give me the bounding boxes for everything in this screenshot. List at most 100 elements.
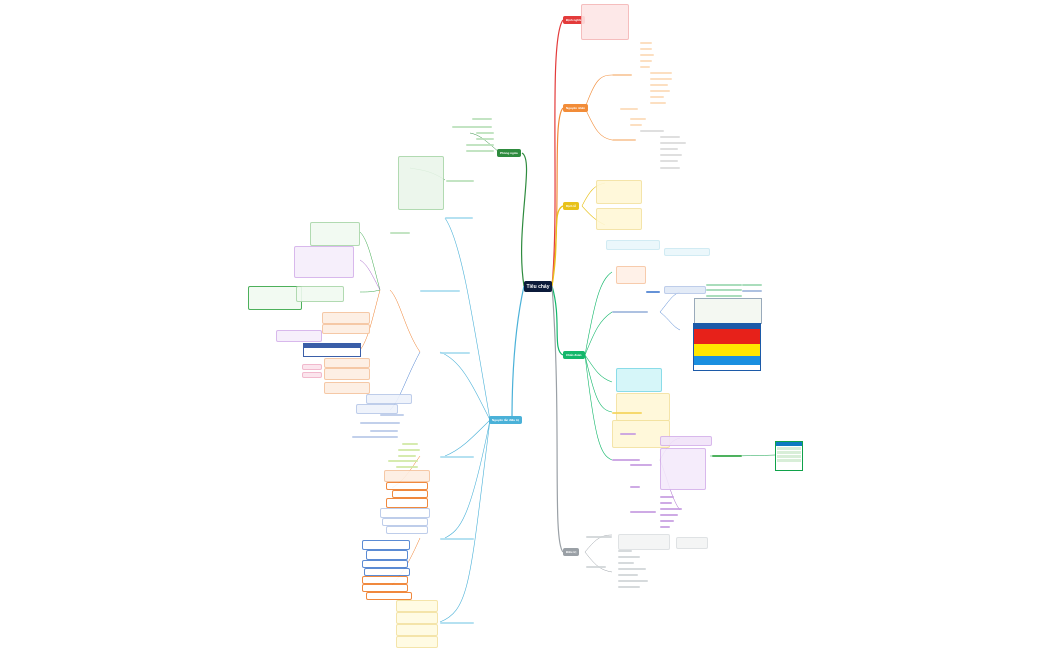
branch-line-prevention	[521, 152, 528, 287]
diagnosis-leaf	[660, 496, 674, 498]
principles-note-card	[294, 246, 354, 278]
diagnosis-leaf	[660, 508, 682, 510]
principles-node	[440, 456, 474, 458]
principles-leaf	[352, 436, 398, 438]
treatment-leaf	[586, 536, 612, 538]
diagnosis-node	[612, 412, 642, 414]
cause-leaf	[650, 78, 672, 80]
diagnosis-note-card	[606, 240, 660, 250]
central-topic[interactable]: Tiêu chảy	[524, 281, 552, 292]
severity-table	[694, 298, 762, 324]
treatment-note-card	[676, 537, 708, 549]
treatment-leaf	[618, 574, 638, 576]
treatment-leaf	[618, 550, 632, 552]
principles-leaf	[398, 449, 420, 451]
diagnosis-node	[612, 311, 648, 313]
principles-leaf	[398, 455, 416, 457]
branch-line-treatment	[551, 285, 564, 553]
principles-note-card	[366, 592, 412, 600]
principles-leaf	[388, 460, 418, 462]
prevention-leaf	[476, 138, 494, 140]
branch-principles[interactable]: Nguyên tắc điều trị	[489, 416, 523, 424]
diagnosis-leaf	[630, 511, 656, 513]
principles-note-card	[396, 612, 438, 624]
diagnosis-leaf	[742, 284, 762, 286]
branch-line-definition	[551, 19, 564, 287]
branch-line-principles	[511, 285, 525, 421]
treatment-leaf	[618, 562, 634, 564]
cause-leaf	[650, 90, 670, 92]
principles-note-card	[322, 324, 370, 334]
prevention-note-card	[398, 156, 444, 210]
cause-leaf	[620, 108, 638, 110]
cause-leaf	[660, 167, 680, 169]
branch-diagnosis[interactable]: Chẩn đoán	[563, 351, 585, 359]
principles-note-card	[302, 372, 322, 378]
prevention-leaf	[452, 126, 492, 128]
principles-note-card	[366, 394, 412, 404]
branch-line-diagnosis	[551, 285, 564, 356]
cause-leaf	[630, 118, 646, 120]
treatment-note-card	[618, 534, 670, 550]
branch-epidemiology[interactable]: Dịch tễ	[563, 202, 580, 210]
definition-note-card	[581, 4, 629, 40]
principles-note-card	[248, 286, 302, 310]
principles-note-card	[296, 286, 344, 302]
principles-node	[440, 352, 470, 354]
diagnosis-note-card	[616, 393, 670, 421]
cause-leaf	[660, 142, 686, 144]
diagnosis-leaf	[660, 502, 672, 504]
diagnosis-note-card	[660, 448, 706, 490]
cause-leaf	[630, 124, 642, 126]
diagnosis-leaf	[706, 284, 742, 286]
principles-note-card	[302, 364, 322, 370]
principles-note-card	[362, 576, 408, 584]
branch-prevention[interactable]: Phòng ngừa	[497, 149, 521, 157]
principles-note-card	[386, 526, 428, 534]
cause-leaf	[650, 72, 672, 74]
principles-leaf	[370, 430, 398, 432]
diagnosis-leaf	[660, 526, 670, 528]
prevention-leaf	[476, 132, 494, 134]
cause-leaf	[640, 130, 664, 132]
diagnosis-note-card	[664, 286, 706, 294]
cause-leaf	[650, 102, 666, 104]
principles-node	[420, 290, 460, 292]
principles-node	[440, 622, 474, 624]
diagnosis-leaf	[706, 295, 742, 297]
cause-leaf	[660, 136, 680, 138]
principles-note-card	[362, 540, 410, 550]
principles-note-card	[396, 600, 438, 612]
cause-leaf	[640, 42, 652, 44]
prevention-leaf	[446, 180, 474, 182]
principles-note-card	[324, 358, 370, 368]
cause-leaf	[660, 148, 678, 150]
cause-leaf	[640, 60, 652, 62]
branch-treatment[interactable]: Điều trị	[563, 548, 580, 556]
branch-cause[interactable]: Nguyên nhân	[563, 104, 589, 112]
branch-definition[interactable]: Định nghĩa	[563, 16, 585, 24]
dose-table	[303, 343, 361, 357]
principles-note-card	[386, 482, 428, 490]
principles-note-card	[392, 490, 428, 498]
prevention-leaf	[472, 118, 492, 120]
epidemiology-note-card	[596, 180, 642, 204]
branch-line-epidemiology	[551, 205, 564, 287]
prevention-leaf	[466, 150, 494, 152]
principles-note-card	[324, 368, 370, 380]
diagnosis-note-card	[616, 368, 662, 392]
principles-note-card	[364, 568, 410, 576]
principles-node	[390, 232, 410, 234]
principles-note-card	[366, 550, 408, 560]
principles-leaf	[360, 422, 400, 424]
treatment-leaf	[586, 566, 606, 568]
cause-leaf	[650, 96, 664, 98]
treatment-leaf	[618, 568, 646, 570]
diagnosis-node	[712, 455, 742, 457]
principles-note-card	[310, 222, 360, 246]
epidemiology-note-card	[596, 208, 642, 230]
principles-note-card	[276, 330, 322, 342]
diagnosis-leaf	[630, 486, 640, 488]
principles-note-card	[382, 518, 428, 526]
diagnosis-note-card	[616, 266, 646, 284]
